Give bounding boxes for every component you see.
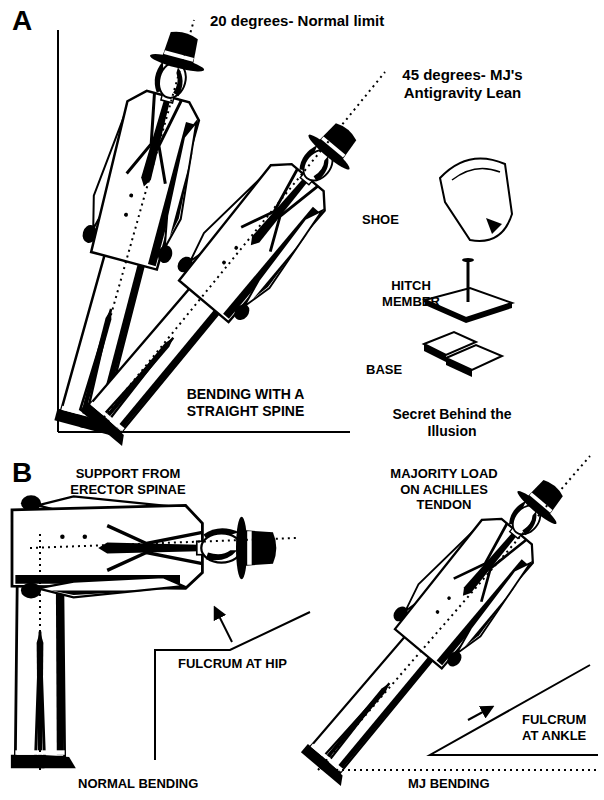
shoe-outline xyxy=(440,158,512,241)
part-label: HITCH MEMBER xyxy=(374,278,448,309)
axis-line xyxy=(30,538,296,548)
panel-letter: B xyxy=(12,456,52,490)
base-icon xyxy=(424,332,502,377)
angle-line xyxy=(80,20,194,425)
hitch-pin xyxy=(467,260,470,302)
caption-label: MJ BENDING xyxy=(408,776,538,792)
note-label: SUPPORT FROM ERECTOR SPINAE xyxy=(62,466,194,497)
shoe-icon xyxy=(440,158,512,241)
caption-label: Secret Behind the Illusion xyxy=(372,406,532,440)
shoe-line xyxy=(452,168,500,180)
angle-line xyxy=(100,72,385,422)
upper-body xyxy=(170,101,381,329)
ground-line xyxy=(330,769,600,771)
angle-label: 45 degrees- MJ's Antigravity Lean xyxy=(390,66,535,102)
fulcrum-label: FULCRUM AT ANKLE xyxy=(522,712,600,743)
shoe-slot xyxy=(486,218,502,234)
panel-letter: A xyxy=(12,4,52,38)
base-side xyxy=(424,344,446,362)
note-label: MAJORITY LOAD ON ACHILLES TENDON xyxy=(380,466,508,513)
axis-line xyxy=(39,530,41,770)
figure-mj-lean xyxy=(65,101,381,454)
part-label: SHOE xyxy=(362,212,422,228)
part-label: BASE xyxy=(366,362,426,378)
base-side xyxy=(446,358,472,377)
fulcrum-label: FULCRUM AT HIP xyxy=(178,656,318,672)
torso-normal-bending xyxy=(12,495,276,598)
fulcrum-arrow xyxy=(215,608,232,642)
axis-vertical xyxy=(57,30,59,432)
fulcrum-arrow xyxy=(468,707,492,720)
angle-label: 20 degrees- Normal limit xyxy=(210,12,450,30)
hitch-pin-head xyxy=(462,258,474,262)
caption-label: NORMAL BENDING xyxy=(78,776,238,792)
fulcrum-bracket xyxy=(155,612,310,760)
figure-mj-bending xyxy=(286,459,585,794)
note-label: BENDING WITH A STRAIGHT SPINE xyxy=(168,386,323,420)
upper-body xyxy=(12,495,276,598)
hitch-icon xyxy=(425,258,512,323)
